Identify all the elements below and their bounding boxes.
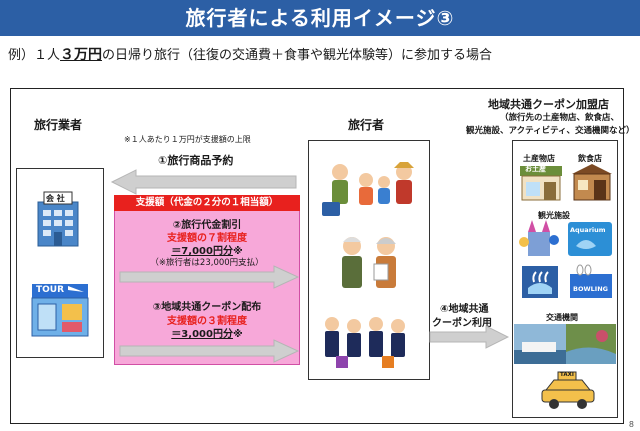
family-travelers-icon	[322, 162, 414, 216]
agency-label: 旅行業者	[34, 118, 83, 132]
page-number: 8	[628, 420, 634, 429]
tour-office-icon	[31, 284, 89, 337]
coupon-arrow	[119, 339, 300, 363]
step3-mark: ※	[232, 329, 243, 340]
member-stores-subtitle-2: 観光施設、アクティビティ、交通機関など）	[466, 126, 635, 136]
souvenir-sign: お土産	[525, 165, 546, 173]
step3-title: ③地域共通クーポン配布	[152, 302, 262, 313]
example-prefix: 例）１人	[8, 48, 61, 63]
support-header: 支援額（代金の２分の１相当額）	[114, 195, 300, 211]
page-title: 旅行者による利用イメージ③	[185, 6, 455, 30]
example-line: 例）１人３万円の日帰り旅行（往復の交通費＋食事や観光体験等）に参加する場合	[8, 44, 492, 64]
step4-line1: ④地域共通	[440, 304, 489, 315]
member-stores-title: 地域共通クーポン加盟店	[488, 98, 609, 111]
tour-sign: TOUR	[36, 285, 65, 295]
taxi-icon	[541, 371, 595, 409]
ferry-photo-icon	[514, 324, 566, 364]
step3-rate: 支援額の３割程度	[167, 316, 247, 327]
bowling-icon	[570, 264, 612, 298]
souvenir-shop-icon	[520, 166, 562, 201]
step2-mark: ※	[232, 246, 243, 257]
theme-park-icon	[519, 220, 559, 256]
aquarium-sign: Aquarium	[570, 226, 606, 234]
member-stores-subtitle-1: （旅行先の土産物店、飲食店、	[500, 113, 620, 123]
step2-title: ②旅行代金割引	[172, 220, 242, 231]
step3-amount-line: ＝3,000円分※	[114, 325, 300, 340]
transport-label: 交通機関	[546, 313, 578, 322]
restaurant-icon	[572, 164, 612, 201]
step2-amount-line: ＝7,000円分※	[114, 242, 300, 257]
step3-amount: ＝3,000円分	[171, 329, 233, 340]
office-building-icon	[37, 191, 79, 247]
coupon-use-arrow	[429, 325, 510, 349]
diagram-frame	[10, 88, 624, 424]
step2-rate: 支援額の７割程度	[167, 233, 247, 244]
booking-arrow	[110, 169, 297, 195]
sightseeing-label: 観光施設	[538, 211, 570, 220]
example-suffix: の日帰り旅行（往復の交通費＋食事や観光体験等）に参加する場合	[102, 48, 493, 63]
student-travelers-icon	[325, 317, 405, 368]
traveler-label: 旅行者	[348, 118, 385, 132]
title-bar	[0, 0, 640, 36]
example-amount: ３万円	[60, 47, 103, 63]
river-photo-icon	[566, 324, 616, 364]
senior-travelers-icon	[342, 237, 396, 288]
restaurant-label: 飲食店	[578, 154, 602, 163]
step2-amount: ＝7,000円分	[171, 246, 233, 257]
hot-spring-icon	[522, 266, 558, 298]
step1-label: ①旅行商品予約	[158, 154, 234, 167]
limit-note: ※１人あたり１万円が支援額の上限	[124, 135, 251, 144]
step4-line2: クーポン利用	[432, 318, 492, 329]
bowling-sign: BOWLING	[573, 285, 608, 293]
aquarium-icon	[568, 222, 612, 256]
souvenir-label: 土産物店	[523, 154, 555, 163]
building-sign: 会 社	[46, 194, 65, 203]
discount-arrow	[119, 265, 300, 289]
step2-note: （※旅行者は23,000円支払）	[150, 258, 264, 268]
taxi-sign: TAXI	[560, 372, 574, 378]
